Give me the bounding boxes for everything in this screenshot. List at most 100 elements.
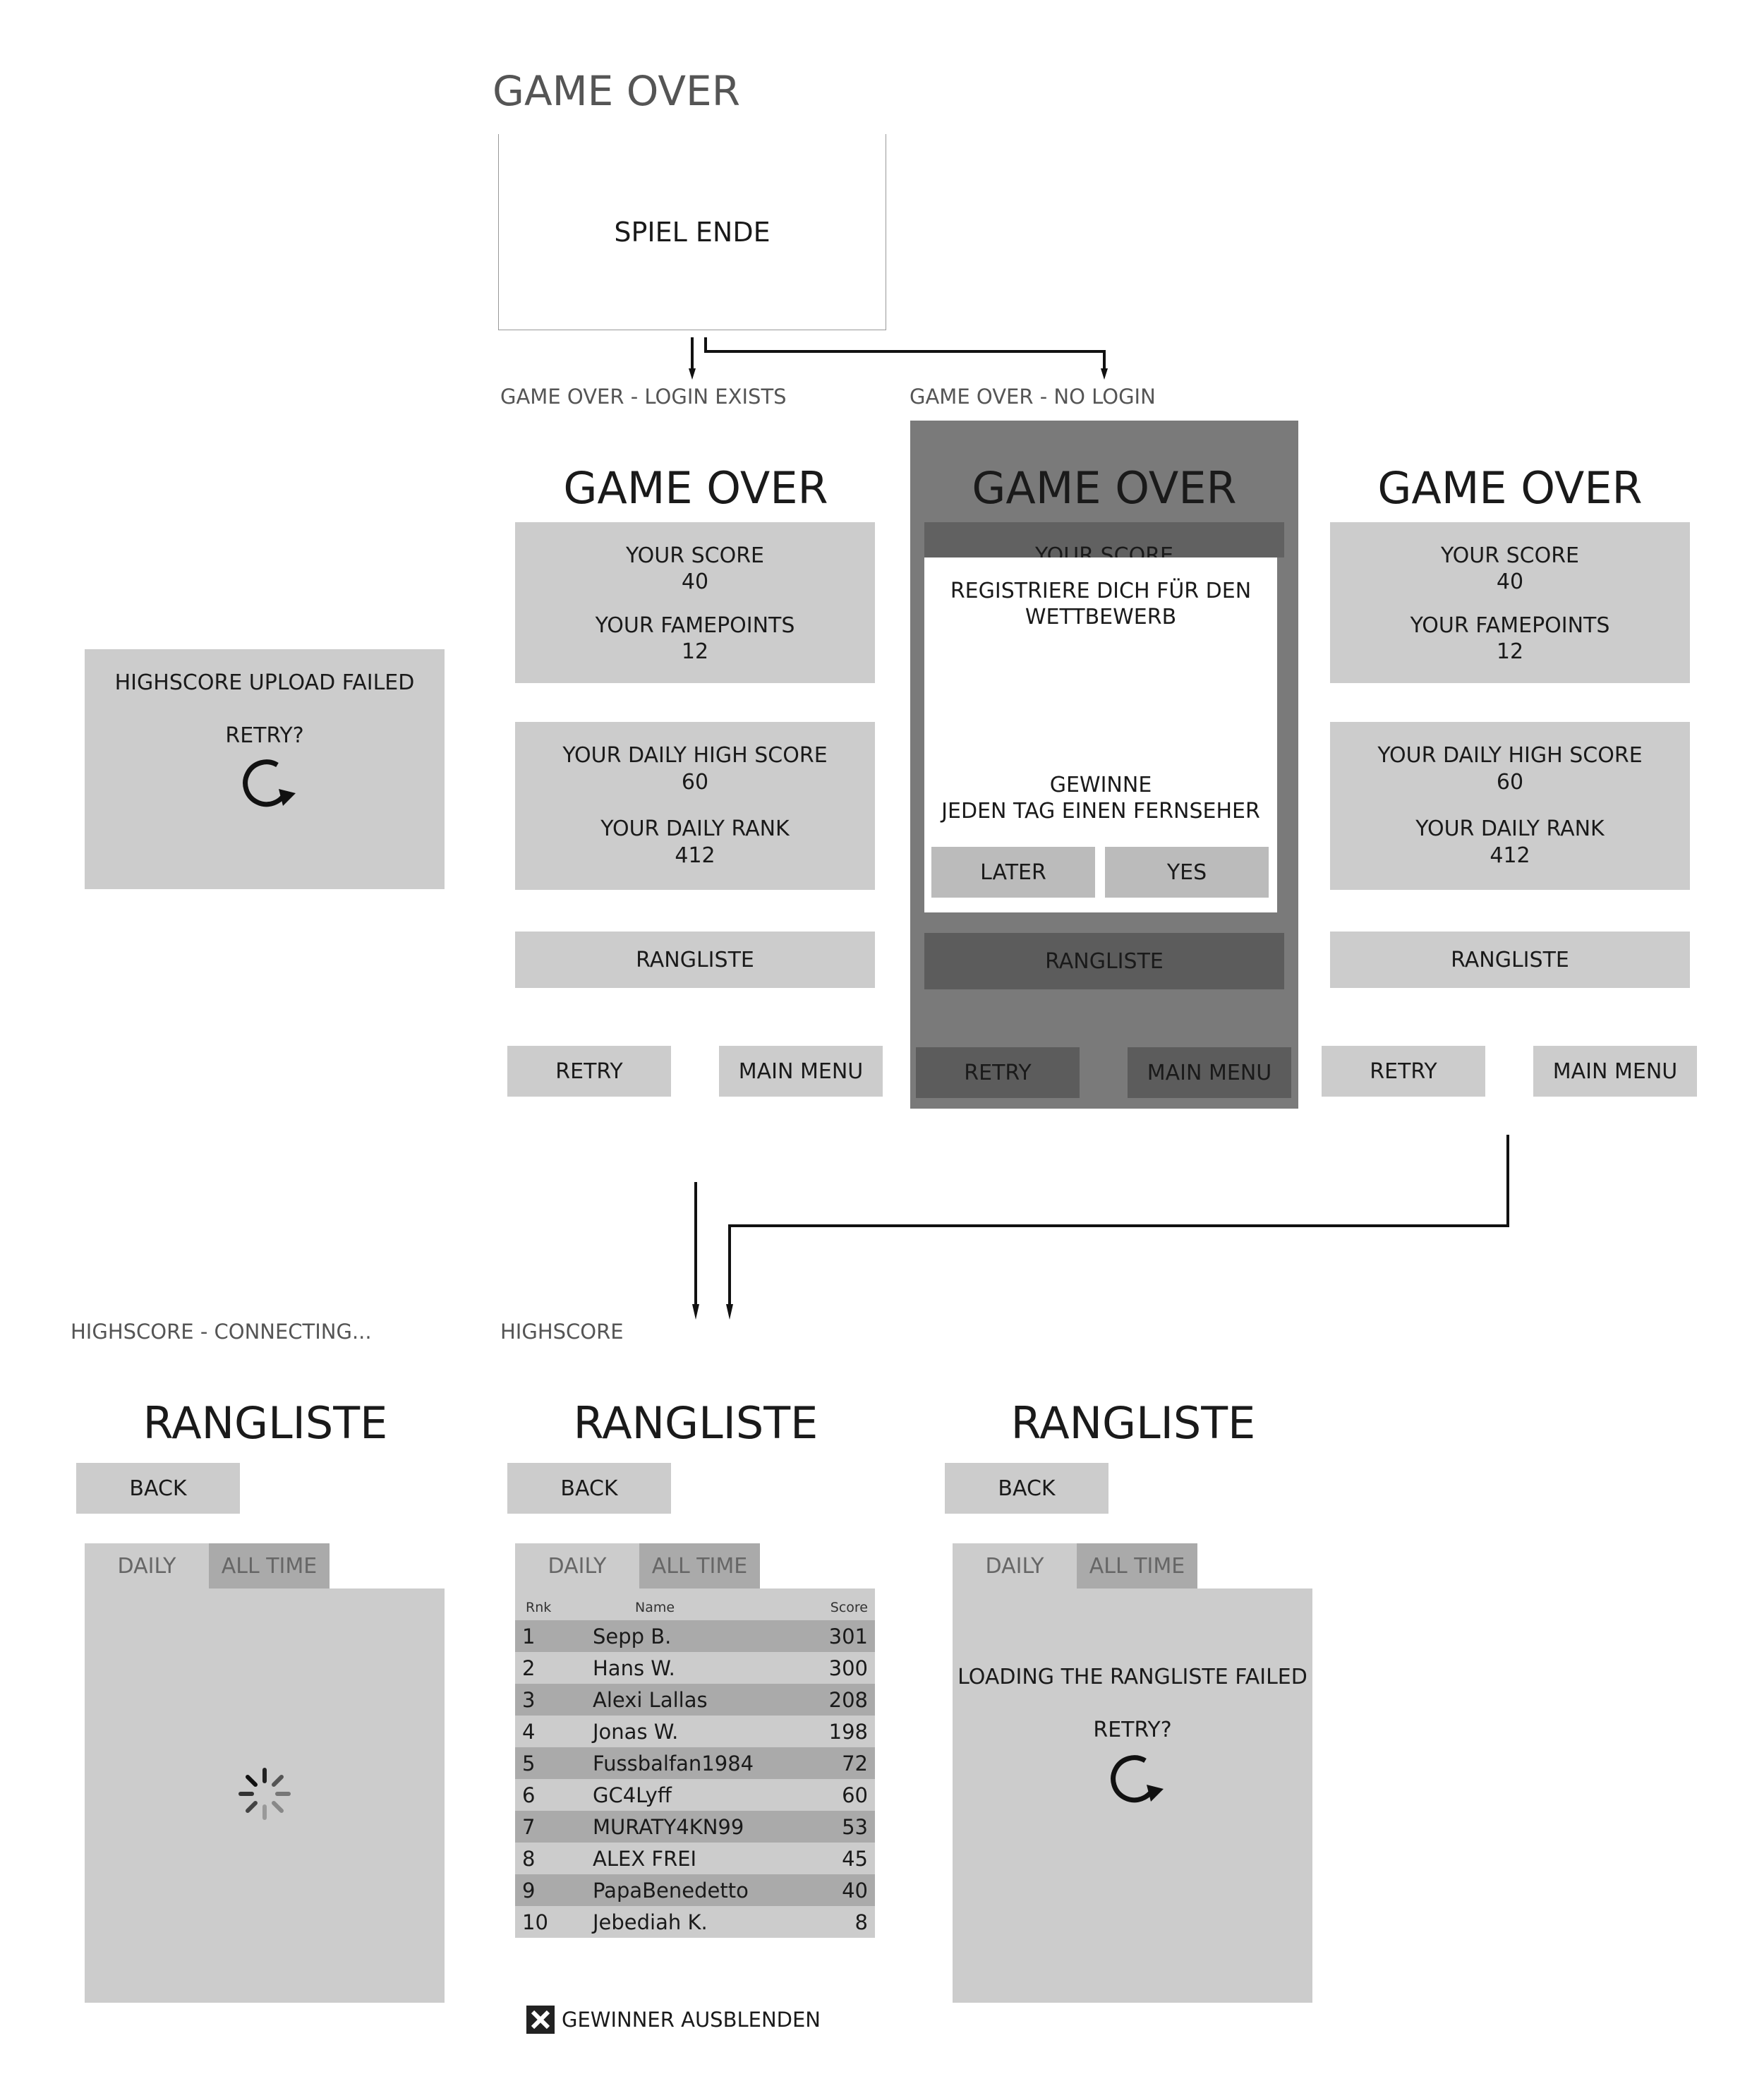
name-cell: Sepp B. <box>586 1620 797 1652</box>
spiel-ende-text: SPIEL ENDE <box>614 216 771 248</box>
tab-all-time[interactable]: ALL TIME <box>1077 1543 1197 1588</box>
daily-rank-value: 412 <box>675 843 715 868</box>
upload-failed-retry-text: RETRY? <box>225 723 304 748</box>
famepoints-label: YOUR FAMEPOINTS <box>595 613 795 638</box>
your-score-label: YOUR SCORE <box>625 543 765 568</box>
famepoints-value: 12 <box>1496 639 1524 664</box>
name-cell: Jonas W. <box>586 1716 797 1747</box>
rank-cell: 7 <box>515 1811 586 1843</box>
register-popup: REGISTRIERE DICH FÜR DEN WETTBEWERB GEWI… <box>924 557 1277 912</box>
daily-panel: YOUR DAILY HIGH SCORE 60 YOUR DAILY RANK… <box>515 722 875 890</box>
name-cell: MURATY4KN99 <box>586 1811 797 1843</box>
checkbox-x-icon[interactable] <box>526 2006 555 2034</box>
rangliste-heading: RANGLISTE <box>573 1397 818 1449</box>
retry-button[interactable]: RETRY <box>1322 1046 1485 1097</box>
score-panel: YOUR SCORE 40 YOUR FAMEPOINTS 12 <box>515 522 875 683</box>
rank-cell: 4 <box>515 1716 586 1747</box>
rank-cell: 10 <box>515 1906 586 1938</box>
upload-failed-message: HIGHSCORE UPLOAD FAILED <box>114 670 415 695</box>
tab-daily[interactable]: DAILY <box>515 1543 639 1588</box>
rangliste-table-screen: RANGLISTE BACK DAILY ALL TIME Rnk Name S… <box>494 1383 903 2046</box>
retry-button[interactable]: RETRY <box>507 1046 671 1097</box>
game-over-screen-login: GAME OVER YOUR SCORE 40 YOUR FAMEPOINTS … <box>494 423 917 1101</box>
hide-winners-toggle[interactable]: GEWINNER AUSBLENDEN <box>526 2006 821 2034</box>
name-cell: Alexi Lallas <box>586 1684 797 1716</box>
game-over-heading: GAME OVER <box>563 462 828 514</box>
tab-all-time[interactable]: ALL TIME <box>209 1543 330 1588</box>
rank-cell: 5 <box>515 1747 586 1779</box>
your-score-value: 40 <box>1496 569 1524 594</box>
rangliste-connecting-screen: RANGLISTE BACK DAILY ALL TIME <box>71 1383 466 2018</box>
score-panel-dimmed: YOUR SCORE <box>924 522 1284 557</box>
flow-arrows-top <box>689 337 1108 380</box>
daily-high-value: 60 <box>1496 770 1524 795</box>
game-over-screen-after-register: GAME OVER YOUR SCORE 40 YOUR FAMEPOINTS … <box>1319 423 1757 1101</box>
name-cell: PapaBenedetto <box>586 1874 797 1906</box>
label-highscore: HIGHSCORE <box>500 1320 624 1344</box>
score-cell: 198 <box>797 1716 875 1747</box>
register-line-2: WETTBEWERB <box>1025 605 1177 629</box>
register-line-1: REGISTRIERE DICH FÜR DEN <box>950 579 1252 603</box>
rank-cell: 9 <box>515 1874 586 1906</box>
game-over-heading: GAME OVER <box>1377 462 1643 514</box>
col-header-name: Name <box>635 1600 675 1615</box>
back-button[interactable]: BACK <box>76 1463 240 1514</box>
daily-high-label: YOUR DAILY HIGH SCORE <box>1377 743 1643 768</box>
daily-rank-label: YOUR DAILY RANK <box>1415 816 1605 841</box>
rangliste-failed-message: LOADING THE RANGLISTE FAILED <box>957 1665 1307 1689</box>
score-cell: 300 <box>797 1652 875 1684</box>
back-button[interactable]: BACK <box>507 1463 671 1514</box>
rangliste-button[interactable]: RANGLISTE <box>1330 932 1690 988</box>
main-menu-button[interactable]: MAIN MENU <box>1533 1046 1697 1097</box>
game-over-screen-no-login: GAME OVER YOUR SCORE REGISTRIERE DICH FÜ… <box>910 421 1298 1109</box>
retry-icon[interactable] <box>1104 1751 1165 1811</box>
main-menu-button[interactable]: MAIN MENU <box>719 1046 883 1097</box>
label-login-exists: GAME OVER - LOGIN EXISTS <box>500 385 787 409</box>
famepoints-value: 12 <box>681 639 709 664</box>
rangliste-button[interactable]: RANGLISTE <box>924 933 1284 989</box>
tab-daily[interactable]: DAILY <box>85 1543 209 1588</box>
your-score-peek: YOUR SCORE <box>1034 543 1174 557</box>
retry-icon[interactable] <box>236 755 297 816</box>
score-cell: 60 <box>797 1779 875 1811</box>
tab-daily[interactable]: DAILY <box>953 1543 1077 1588</box>
rangliste-button[interactable]: RANGLISTE <box>515 932 875 988</box>
back-button[interactable]: BACK <box>945 1463 1108 1514</box>
your-score-value: 40 <box>681 569 709 594</box>
later-button[interactable]: LATER <box>931 847 1095 898</box>
retry-button[interactable]: RETRY <box>916 1047 1080 1098</box>
daily-rank-label: YOUR DAILY RANK <box>600 816 790 841</box>
register-line-4: JEDEN TAG EINEN FERNSEHER <box>941 799 1260 824</box>
score-cell: 8 <box>797 1906 875 1938</box>
daily-high-label: YOUR DAILY HIGH SCORE <box>562 743 828 768</box>
rank-cell: 6 <box>515 1779 586 1811</box>
rank-cell: 1 <box>515 1620 586 1652</box>
rangliste-failed-panel: LOADING THE RANGLISTE FAILED RETRY? <box>953 1588 1312 2003</box>
rank-cell: 8 <box>515 1843 586 1874</box>
col-header-score: Score <box>830 1600 868 1615</box>
main-menu-button[interactable]: MAIN MENU <box>1128 1047 1291 1098</box>
score-cell: 53 <box>797 1811 875 1843</box>
yes-button[interactable]: YES <box>1105 847 1269 898</box>
rank-cell: 2 <box>515 1652 586 1684</box>
label-hs-connecting: HIGHSCORE - CONNECTING... <box>71 1320 372 1344</box>
hide-winners-label: GEWINNER AUSBLENDEN <box>562 2008 821 2032</box>
rangliste-failed-screen: RANGLISTE BACK DAILY ALL TIME LOADING TH… <box>931 1383 1341 2018</box>
name-cell: Hans W. <box>586 1652 797 1684</box>
tab-all-time[interactable]: ALL TIME <box>639 1543 760 1588</box>
game-over-heading: GAME OVER <box>972 462 1237 514</box>
score-cell: 208 <box>797 1684 875 1716</box>
score-panel: YOUR SCORE 40 YOUR FAMEPOINTS 12 <box>1330 522 1690 683</box>
